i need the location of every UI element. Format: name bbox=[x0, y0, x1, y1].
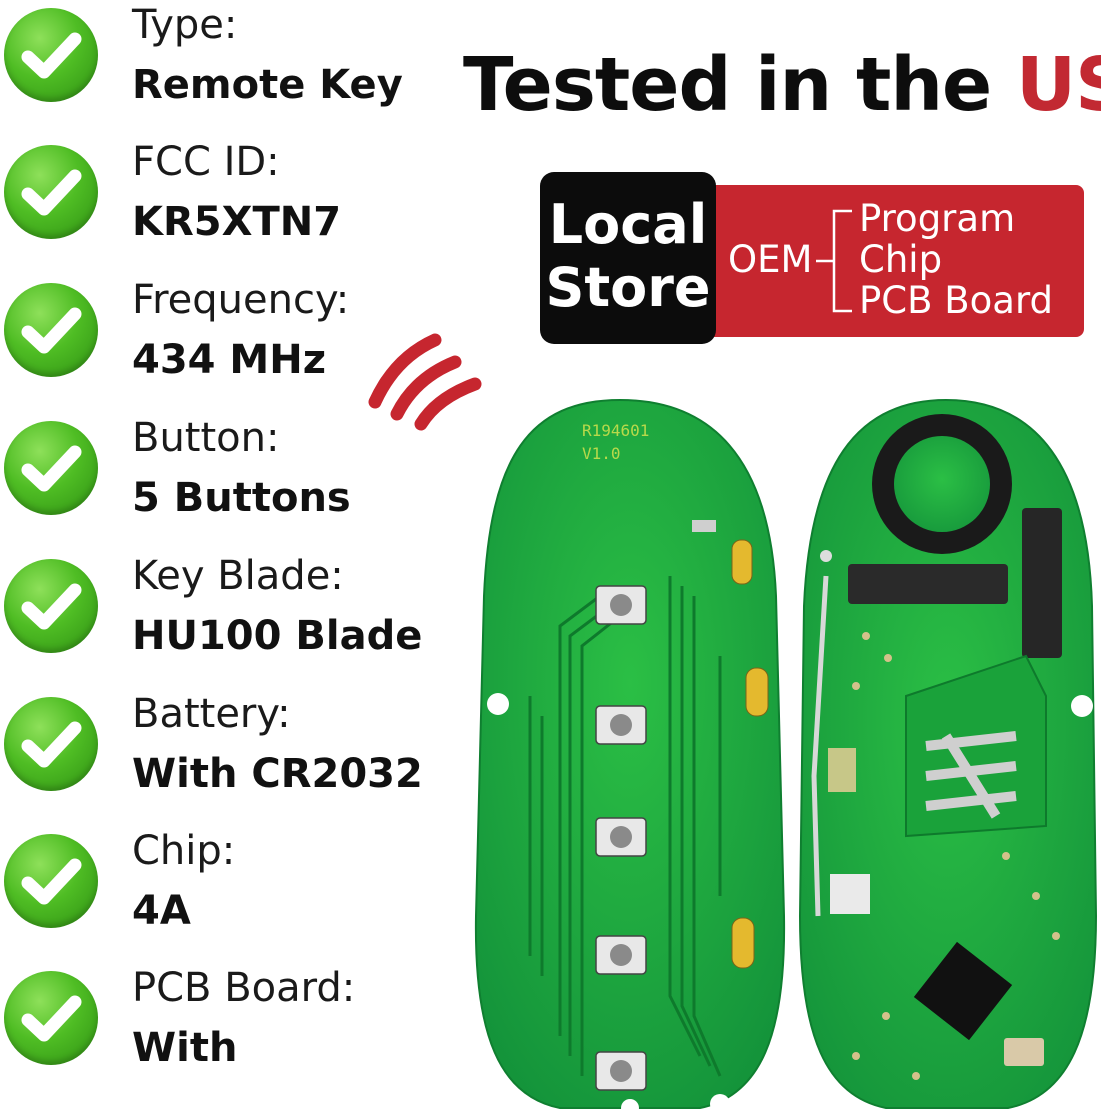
spec-chip: Chip: 4A bbox=[0, 828, 430, 964]
badge-line2: Store bbox=[545, 256, 711, 319]
check-icon bbox=[4, 145, 98, 239]
spec-label: PCB Board: bbox=[132, 965, 356, 1011]
spec-label: Button: bbox=[132, 415, 280, 461]
spec-label: Chip: bbox=[132, 828, 236, 874]
badge-red-panel bbox=[690, 185, 1084, 337]
spec-pcb-board: PCB Board: With bbox=[0, 965, 430, 1101]
pcb-back-image bbox=[798, 398, 1098, 1109]
signal-waves-icon bbox=[368, 333, 482, 431]
badge-item-chip: Chip bbox=[859, 238, 943, 281]
badge-item-pcb: PCB Board bbox=[859, 279, 1054, 322]
spec-fcc-id: FCC ID: KR5XTN7 bbox=[0, 139, 430, 275]
spec-label: Battery: bbox=[132, 691, 291, 737]
spec-value: KR5XTN7 bbox=[132, 199, 342, 245]
spec-value: With CR2032 bbox=[132, 751, 423, 797]
pcb-front-image: R194601 V1.0 bbox=[474, 398, 786, 1112]
spec-value: With bbox=[132, 1025, 238, 1071]
check-icon bbox=[4, 559, 98, 653]
badge-black-panel bbox=[540, 172, 716, 344]
spec-label: FCC ID: bbox=[132, 139, 280, 185]
spec-label: Frequency: bbox=[132, 277, 350, 323]
spec-value: HU100 Blade bbox=[132, 613, 423, 659]
spec-value: Remote Key bbox=[132, 62, 403, 108]
headline-text: Tested in the bbox=[463, 42, 1016, 128]
spec-value: 434 MHz bbox=[132, 337, 326, 383]
spec-frequency: Frequency: 434 MHz bbox=[0, 277, 430, 413]
spec-value: 5 Buttons bbox=[132, 475, 351, 521]
check-icon bbox=[4, 283, 98, 377]
pcb-marking: R194601 bbox=[582, 421, 649, 440]
pcb-marking: V1.0 bbox=[582, 444, 621, 463]
spec-button: Button: 5 Buttons bbox=[0, 415, 430, 551]
badge-line1: Local bbox=[548, 193, 708, 256]
bracket-icon bbox=[816, 209, 852, 313]
check-icon bbox=[4, 697, 98, 791]
headline: Tested in the US bbox=[463, 42, 1101, 128]
badge-item-program: Program bbox=[859, 197, 1016, 240]
badge-oem: OEM bbox=[728, 238, 813, 281]
check-icon bbox=[4, 834, 98, 928]
check-icon bbox=[4, 421, 98, 515]
check-icon bbox=[4, 971, 98, 1065]
spec-key-blade: Key Blade: HU100 Blade bbox=[0, 553, 430, 689]
spec-label: Type: bbox=[132, 2, 238, 48]
headline-highlight: US bbox=[1016, 42, 1101, 128]
spec-value: 4A bbox=[132, 888, 191, 934]
spec-type: Type: Remote Key bbox=[0, 2, 430, 138]
check-icon bbox=[4, 8, 98, 102]
spec-label: Key Blade: bbox=[132, 553, 344, 599]
spec-battery: Battery: With CR2032 bbox=[0, 691, 430, 827]
spec-list: Type: Remote Key FCC ID: KR5XTN7 Frequen… bbox=[0, 0, 440, 1114]
